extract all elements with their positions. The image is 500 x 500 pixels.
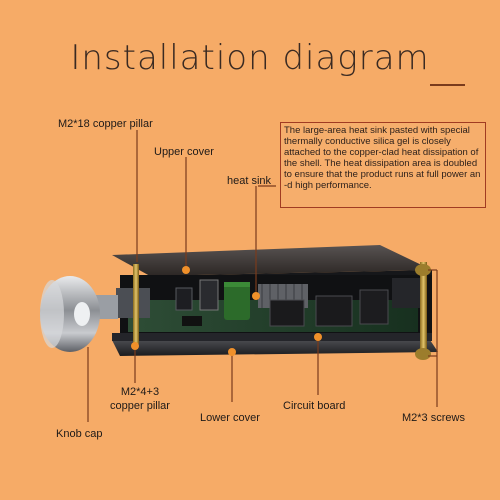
- marker-dots: [131, 266, 322, 356]
- label-upper-cover: Upper cover: [154, 146, 214, 158]
- page-title: Installation diagram: [70, 38, 430, 78]
- label-copper-pillar: copper pillar: [110, 400, 170, 412]
- label-lower-cover: Lower cover: [200, 412, 260, 424]
- heat-sink-description-box: The large-area heat sink pasted with spe…: [280, 122, 486, 208]
- label-m2-3-screws: M2*3 screws: [402, 412, 465, 424]
- title-underline: [430, 84, 465, 86]
- knob-cap-shape: [40, 276, 118, 352]
- screw-head-top: [415, 264, 431, 276]
- lower-cover-plate: [112, 333, 438, 356]
- label-m2-18-copper-pillar: M2*18 copper pillar: [58, 118, 153, 130]
- label-knob-cap: Knob cap: [56, 428, 103, 440]
- circuit-board-body: [116, 275, 432, 333]
- copper-pillar-right: [420, 262, 427, 356]
- copper-pillar-left: [133, 264, 139, 344]
- screw-head-bottom: [415, 348, 431, 360]
- label-m2-4-3: M2*4+3: [120, 386, 160, 398]
- leader-lines: [87, 130, 438, 422]
- label-heat-sink: heat sink: [227, 175, 272, 187]
- label-circuit-board: Circuit board: [283, 400, 346, 412]
